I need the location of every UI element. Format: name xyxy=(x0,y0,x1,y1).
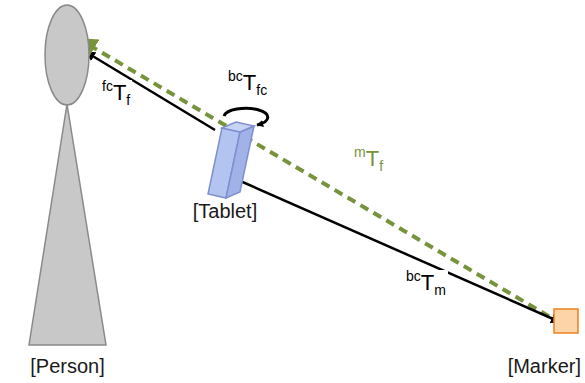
node-label: [Tablet] xyxy=(191,200,259,223)
marker-square: [Marker] xyxy=(470,300,585,380)
transform-arrow xyxy=(86,52,215,130)
rotation-arrow xyxy=(224,108,268,125)
node-label: [Person] xyxy=(28,355,106,378)
tablet-device: [Tablet] xyxy=(180,95,270,225)
transform-label: fcTf xyxy=(100,80,132,106)
transform-label: bcTm xyxy=(404,270,448,296)
transform-arrow xyxy=(84,42,562,324)
person-figure-outline xyxy=(0,0,135,380)
transform-label: mTf xyxy=(352,146,385,172)
node-label: [Marker] xyxy=(506,355,583,378)
transform-arrow xyxy=(238,180,560,322)
rotation-transform-label: bcTfc xyxy=(226,70,269,96)
person-figure: [Person] xyxy=(0,0,135,380)
